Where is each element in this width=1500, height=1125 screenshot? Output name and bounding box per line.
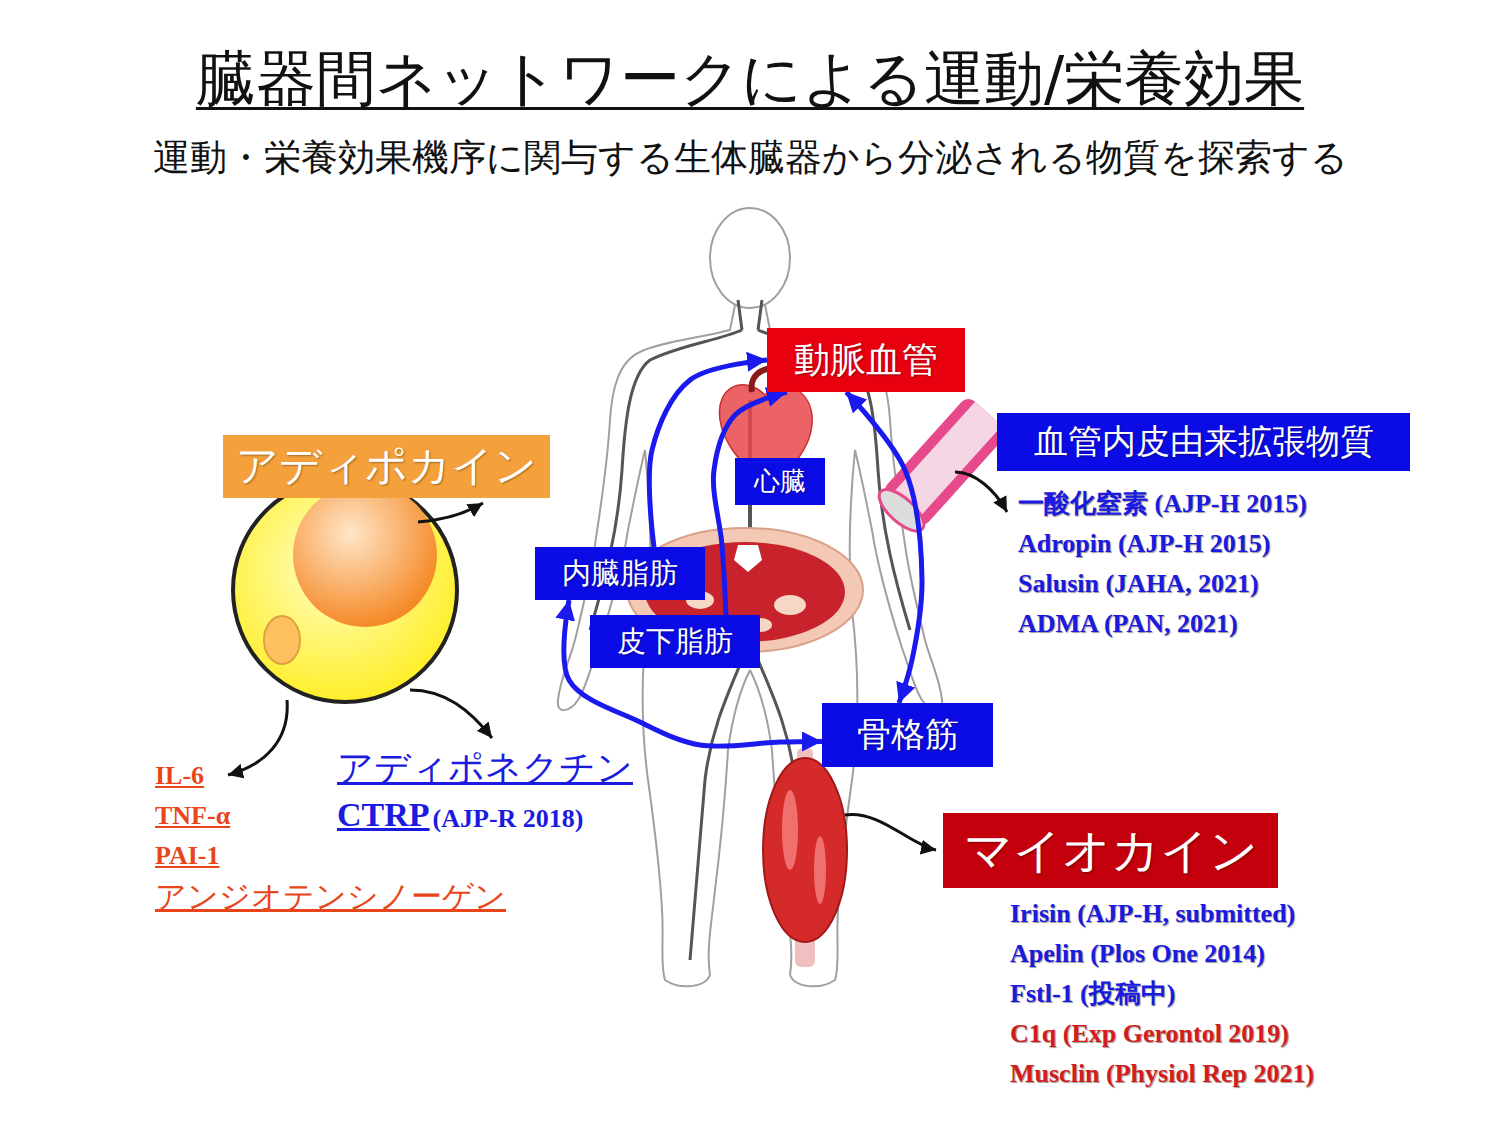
myokine-box: マイオカイン xyxy=(943,813,1278,888)
box-label: 心臓 xyxy=(754,467,806,497)
adipokine-item: TNF-α xyxy=(155,800,230,831)
leg-artery xyxy=(690,640,750,960)
leader-line xyxy=(418,503,483,522)
visceral-fat-box: 内臓脂肪 xyxy=(535,547,705,600)
reference-item: Adropin (AJP-H 2015) xyxy=(1018,528,1270,559)
box-label: 骨格筋 xyxy=(857,715,959,754)
adipokine-box: アディポカイン xyxy=(223,435,550,498)
box-label: 動脈血管 xyxy=(794,339,938,380)
citation: (AJP-R 2018) xyxy=(433,803,584,834)
heart-shape xyxy=(719,385,812,500)
muscle-highlight xyxy=(782,790,798,870)
artery-box: 動脈血管 xyxy=(767,328,965,392)
leader-line xyxy=(410,690,492,738)
reference-item: Salusin (JAHA, 2021) xyxy=(1018,568,1259,599)
carotid-artery xyxy=(738,300,742,330)
box-label: 皮下脂肪 xyxy=(617,625,733,658)
diagram-title: 臓器間ネットワークによる運動/栄養効果 xyxy=(196,42,1304,114)
leader-line xyxy=(845,815,936,850)
subcutaneous-fat-box: 皮下脂肪 xyxy=(590,615,760,668)
muscle-belly xyxy=(763,758,847,942)
reference-item: ADMA (PAN, 2021) xyxy=(1018,608,1238,639)
reference-item: Irisin (AJP-H, submitted) xyxy=(1010,898,1295,929)
muscle-illustration xyxy=(763,748,847,967)
box-label: マイオカイン xyxy=(964,823,1258,878)
spine-section xyxy=(734,545,762,572)
reference-item: Apelin (Plos One 2014) xyxy=(1010,938,1265,969)
connector-arrow xyxy=(649,360,767,547)
reference-item: C1q (Exp Gerontol 2019) xyxy=(1010,1018,1289,1049)
adipokine-item: IL-6 xyxy=(155,760,204,791)
leader-line xyxy=(955,472,1007,512)
heart-box: 心臓 xyxy=(735,458,825,505)
box-label: 内臓脂肪 xyxy=(562,557,678,590)
adipokine-item: アンジオテンシノーゲン xyxy=(155,878,506,915)
connector-arrow xyxy=(846,392,922,703)
ctrp-label: CTRP xyxy=(337,795,430,836)
reference-item: Musclin (Physiol Rep 2021) xyxy=(1010,1058,1314,1089)
body-head xyxy=(710,208,790,308)
adiponectin-label: アディポネクチン xyxy=(337,746,633,789)
muscle-box: 骨格筋 xyxy=(822,703,993,767)
lipid-droplet xyxy=(293,483,437,627)
muscle-highlight xyxy=(814,836,826,904)
adipocyte-illustration xyxy=(233,478,457,702)
nucleus xyxy=(264,616,300,664)
reference-item: 一酸化窒素 (AJP-H 2015) xyxy=(1018,488,1307,519)
connector-arrow xyxy=(564,600,822,746)
leader-line xyxy=(228,700,287,775)
box-label: 血管内皮由来拡張物質 xyxy=(1034,422,1374,461)
adipokine-item: PAI-1 xyxy=(155,840,220,871)
reference-item: Fstl-1 (投稿中) xyxy=(1010,978,1175,1009)
box-label: アディポカイン xyxy=(236,442,537,490)
vessel-illustration xyxy=(873,395,1010,538)
subtitle: 運動・栄養効果機序に関与する生体臓器から分泌される物質を探索する xyxy=(153,136,1348,180)
leader-lines xyxy=(228,472,1007,850)
adipocyte-cell xyxy=(233,478,457,702)
endothelium-box: 血管内皮由来拡張物質 xyxy=(997,413,1410,471)
fat-spot xyxy=(774,595,806,615)
vessel-section xyxy=(873,483,931,538)
